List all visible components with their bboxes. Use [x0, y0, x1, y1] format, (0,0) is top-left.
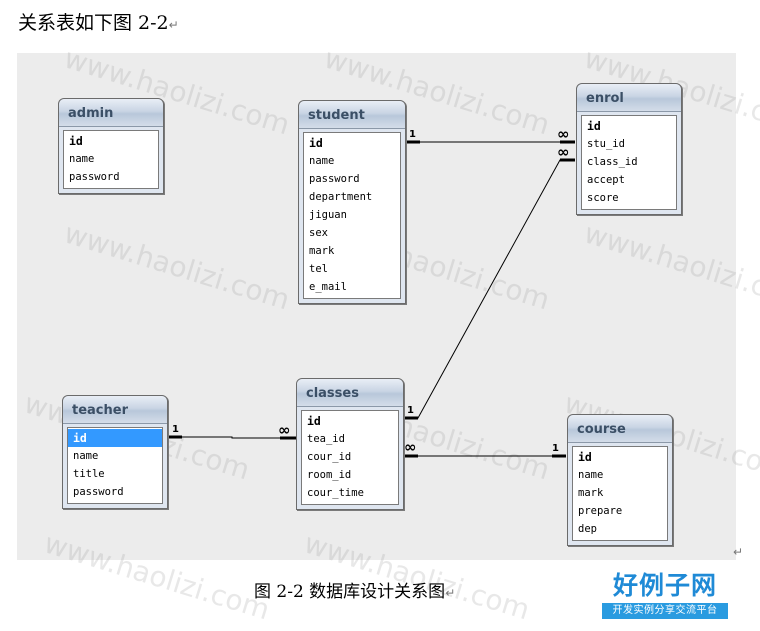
table-student-title: student	[299, 101, 405, 129]
field-student-password[interactable]: password	[309, 173, 360, 185]
table-enrol-title: enrol	[577, 84, 681, 112]
field-enrol-stu-id[interactable]: stu_id	[587, 138, 625, 150]
field-course-mark[interactable]: mark	[578, 487, 604, 499]
table-course[interactable]: course id name mark prepare dep	[567, 414, 673, 546]
table-admin-title: admin	[59, 99, 163, 127]
table-admin[interactable]: admin id name password	[58, 98, 164, 194]
field-admin-id[interactable]: id	[69, 134, 83, 148]
field-student-email[interactable]: e_mail	[309, 281, 347, 293]
field-student-mark[interactable]: mark	[309, 245, 335, 257]
field-teacher-id[interactable]: id	[68, 429, 162, 447]
table-enrol[interactable]: enrol id stu_id class_id accept score	[576, 83, 682, 215]
field-course-id[interactable]: id	[578, 450, 592, 464]
brand-logo-title: 好例子网	[612, 571, 717, 600]
table-admin-fields: id name password	[63, 130, 159, 189]
table-student-fields: id name password department jiguan sex m…	[303, 132, 401, 299]
table-teacher-fields: id name title password	[67, 427, 163, 504]
field-classes-tea-id[interactable]: tea_id	[307, 433, 345, 445]
figure-caption: 图 2-2 数据库设计关系图↵	[254, 580, 455, 605]
intro-return-mark: ↵	[168, 18, 179, 32]
table-classes-title: classes	[297, 379, 403, 407]
field-student-sex[interactable]: sex	[309, 227, 328, 239]
field-enrol-class-id[interactable]: class_id	[587, 156, 638, 168]
field-enrol-accept[interactable]: accept	[587, 174, 625, 186]
field-classes-id[interactable]: id	[307, 414, 321, 428]
table-course-title: course	[568, 415, 672, 443]
field-admin-password[interactable]: password	[69, 171, 120, 183]
table-course-fields: id name mark prepare dep	[572, 446, 668, 541]
field-student-name[interactable]: name	[309, 155, 335, 167]
field-admin-name[interactable]: name	[69, 153, 95, 165]
field-student-jiguan[interactable]: jiguan	[309, 209, 347, 221]
field-classes-room-id[interactable]: room_id	[307, 469, 352, 481]
table-teacher-title: teacher	[63, 396, 167, 424]
table-enrol-fields: id stu_id class_id accept score	[581, 115, 677, 210]
table-student[interactable]: student id name password department jigu…	[298, 100, 406, 304]
field-classes-cour-time[interactable]: cour_time	[307, 487, 364, 499]
field-course-name[interactable]: name	[578, 469, 604, 481]
caption-return-mark: ↵	[445, 586, 456, 600]
field-enrol-id[interactable]: id	[587, 119, 601, 133]
field-teacher-password[interactable]: password	[73, 486, 124, 498]
field-course-prepare[interactable]: prepare	[578, 505, 623, 517]
field-teacher-name[interactable]: name	[73, 450, 99, 462]
field-course-dep[interactable]: dep	[578, 523, 597, 535]
field-student-id[interactable]: id	[309, 136, 323, 150]
table-classes-fields: id tea_id cour_id room_id cour_time	[301, 410, 399, 505]
field-student-department[interactable]: department	[309, 191, 373, 203]
field-enrol-score[interactable]: score	[587, 192, 619, 204]
intro-text-content: 关系表如下图 2-2	[18, 12, 169, 34]
field-teacher-title[interactable]: title	[73, 468, 105, 480]
figure-caption-text: 图 2-2 数据库设计关系图	[254, 582, 446, 602]
brand-logo: 好例子网 开发实例分享交流平台	[602, 571, 728, 621]
brand-logo-subtitle: 开发实例分享交流平台	[602, 603, 728, 619]
paragraph-return-mark: ↵	[733, 545, 744, 559]
field-classes-cour-id[interactable]: cour_id	[307, 451, 352, 463]
field-student-tel[interactable]: tel	[309, 263, 328, 275]
intro-text: 关系表如下图 2-2↵	[18, 10, 179, 38]
table-teacher[interactable]: teacher id name title password	[62, 395, 168, 509]
table-classes[interactable]: classes id tea_id cour_id room_id cour_t…	[296, 378, 404, 510]
